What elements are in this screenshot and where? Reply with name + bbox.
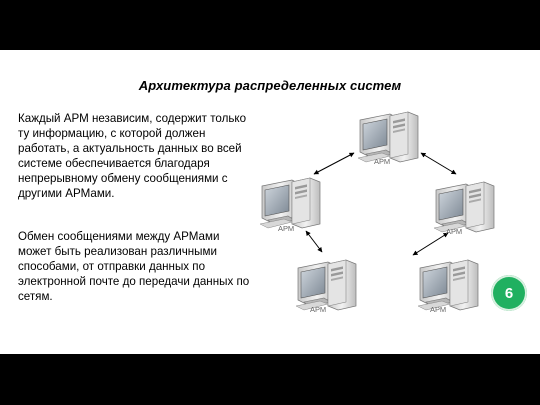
workstation-node-top: АРМ [357, 111, 419, 166]
node-label: АРМ [278, 224, 294, 233]
workstation-node-bottom-left: АРМ [295, 259, 357, 314]
computer-icon [295, 259, 357, 311]
workstation-node-right: АРМ [433, 181, 495, 236]
slide-title: Архитектура распределенных систем [138, 78, 402, 93]
computer-icon [417, 259, 479, 311]
network-diagram: АРМ АРМ АРМ АРМ АРМ [259, 111, 495, 314]
computer-icon [433, 181, 495, 233]
page-number-badge: 6 [491, 275, 527, 311]
link-top-left [313, 152, 355, 175]
slide: Архитектура распределенных систем Каждый… [0, 50, 540, 354]
node-label: АРМ [430, 305, 446, 314]
paragraph-1: Каждый АРМ независим, содержит только ту… [18, 112, 247, 201]
computer-icon [357, 111, 419, 163]
link-right-bottomright [412, 232, 449, 256]
workstation-node-left: АРМ [259, 177, 321, 233]
paragraph-2: Обмен сообщениями между АРМами может быт… [18, 230, 250, 304]
node-label: АРМ [374, 157, 390, 166]
link-left-bottomleft [305, 230, 323, 253]
workstation-node-bottom-right: АРМ [417, 259, 479, 314]
node-label: АРМ [446, 227, 462, 236]
computer-icon [259, 177, 321, 229]
node-label: АРМ [310, 305, 326, 314]
link-top-right [420, 152, 457, 175]
